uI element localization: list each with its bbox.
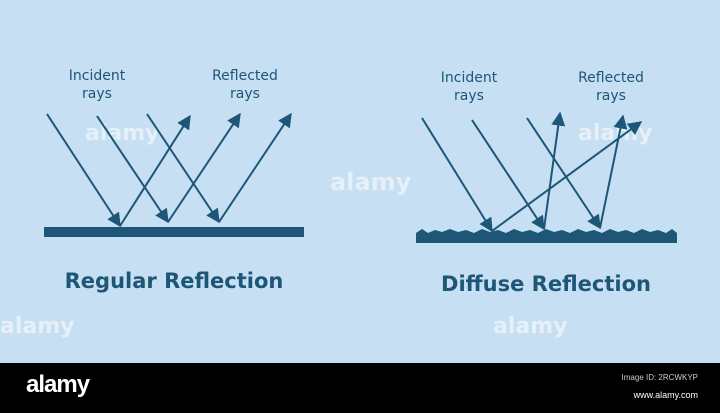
- watermark-right: alamy: [578, 121, 653, 146]
- smooth-surface: [44, 227, 304, 237]
- image-id: Image ID: 2RCWKYP: [621, 373, 698, 382]
- reflected-ray: [119, 114, 191, 227]
- reflected-label: Reflected: [578, 70, 644, 86]
- footer-url[interactable]: www.alamy.com: [633, 390, 698, 400]
- reflected-label-2: rays: [230, 86, 260, 102]
- diffuse-title: Diffuse Reflection: [441, 272, 651, 296]
- incident-ray: [146, 113, 220, 224]
- footer-bar: alamy Image ID: 2RCWKYP www.alamy.com: [0, 363, 720, 413]
- incident-label: Incident: [69, 68, 126, 84]
- reflected-ray: [491, 121, 643, 232]
- reflected-ray: [599, 114, 628, 229]
- reflected-label-2: rays: [596, 88, 626, 104]
- incident-label-2: rays: [82, 86, 112, 102]
- regular-reflection: Incident rays Reflected rays Regular Ref…: [44, 68, 304, 293]
- reflection-diagram: alamy alamy alamy alamy alamy Incident r…: [0, 68, 677, 339]
- incident-label-2: rays: [454, 88, 484, 104]
- incident-ray: [526, 117, 601, 230]
- reflected-ray: [543, 111, 566, 230]
- incident-ray: [421, 117, 493, 233]
- watermark-left: alamy: [85, 121, 160, 146]
- footer-logo: alamy: [26, 371, 90, 398]
- diffuse-reflection: Incident rays Reflected rays Diffuse Ref…: [416, 70, 677, 296]
- incident-label: Incident: [441, 70, 498, 86]
- watermark-br: alamy: [493, 314, 568, 339]
- watermark-center: alamy: [330, 168, 412, 196]
- incident-ray: [471, 119, 545, 231]
- rough-surface: [416, 229, 677, 243]
- incident-ray: [46, 113, 121, 228]
- watermark-bl: alamy: [0, 314, 75, 339]
- reflected-ray: [167, 112, 241, 223]
- reflected-label: Reflected: [212, 68, 278, 84]
- incident-ray: [96, 115, 169, 224]
- reflected-ray: [218, 112, 292, 223]
- regular-title: Regular Reflection: [65, 269, 284, 293]
- watermarks: alamy alamy alamy alamy alamy: [0, 121, 653, 339]
